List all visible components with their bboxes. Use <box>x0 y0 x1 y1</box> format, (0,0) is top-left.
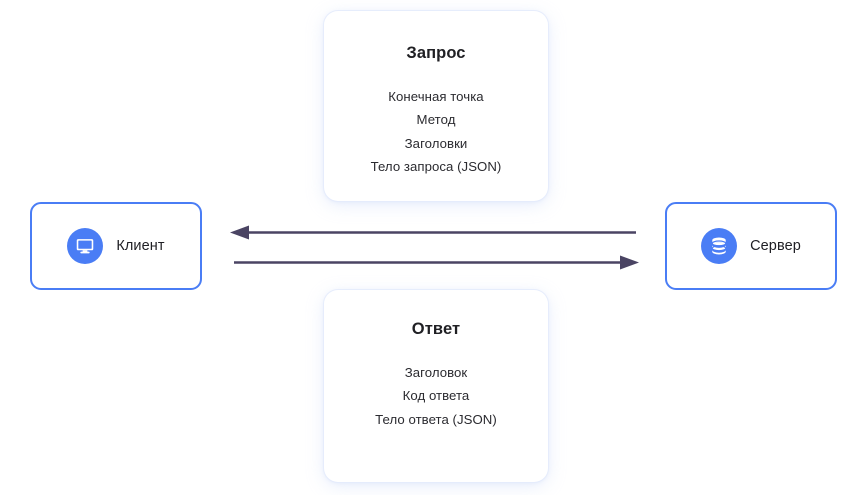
client-node[interactable]: Клиент <box>30 202 202 290</box>
request-card-title: Запрос <box>406 44 466 62</box>
list-item: Тело ответа (JSON) <box>375 411 497 427</box>
database-icon <box>701 228 738 264</box>
client-node-label: Клиент <box>116 238 165 254</box>
request-card-list: Конечная точка Метод Заголовки Тело запр… <box>324 85 548 178</box>
request-card: Запрос Конечная точка Метод Заголовки Те… <box>324 11 548 201</box>
response-arrow <box>230 225 636 240</box>
monitor-icon <box>67 228 104 264</box>
server-node[interactable]: Сервер <box>665 202 837 290</box>
response-card-title: Ответ <box>411 320 461 338</box>
list-item: Конечная точка <box>388 89 484 104</box>
response-card: Ответ Заголовок Код ответа Тело ответа (… <box>324 290 548 482</box>
request-arrow <box>234 255 639 270</box>
server-node-label: Сервер <box>750 238 801 254</box>
list-item: Заголовок <box>404 365 468 380</box>
response-card-list: Заголовок Код ответа Тело ответа (JSON) <box>324 361 548 431</box>
list-item: Заголовки <box>404 135 468 151</box>
list-item: Код ответа <box>402 388 470 404</box>
list-item: Метод <box>416 112 456 128</box>
list-item: Тело запроса (JSON) <box>370 158 502 174</box>
